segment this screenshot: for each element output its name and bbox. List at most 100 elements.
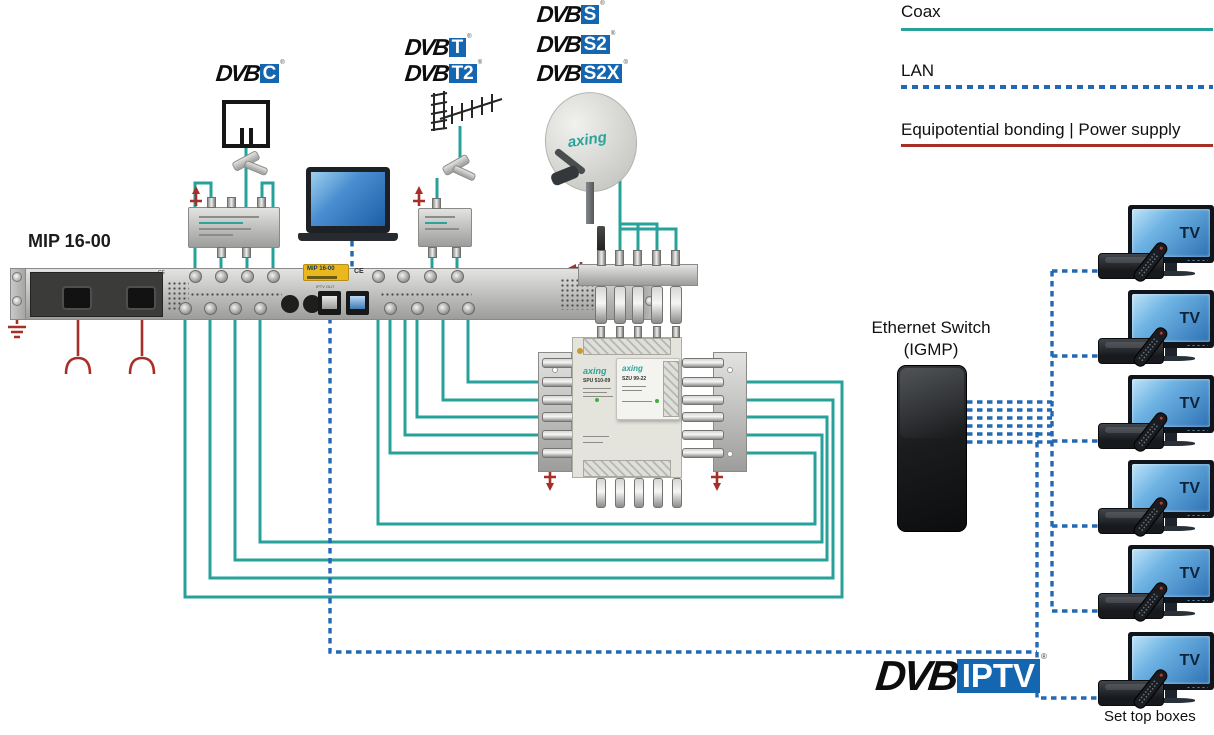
- term-cap: [281, 295, 299, 313]
- psu-led: [655, 399, 659, 403]
- tv-unit: TV: [1095, 205, 1214, 293]
- rj45-port-iptv-out: [318, 291, 341, 315]
- legend-lan-label: LAN: [901, 61, 935, 80]
- surge-port-bottom: [595, 286, 607, 324]
- tv-speaker-dots: [1186, 686, 1208, 689]
- msw-psu-brand: axing: [622, 364, 643, 373]
- label-line: [622, 386, 646, 387]
- tv-speaker-dots: [1186, 259, 1208, 262]
- msw-port-top: [597, 326, 605, 338]
- legend-equipotential-label: Equipotential bonding | Power supply: [901, 120, 1181, 139]
- tv-stand-base: [1147, 526, 1195, 531]
- msw-port-bottom: [672, 478, 682, 508]
- surge-port-bottom: [670, 286, 682, 324]
- tv-speaker-dots: [1186, 344, 1208, 347]
- label-line: [622, 401, 652, 402]
- earth-mark-tap: [190, 193, 202, 206]
- psu-inlet-1: [62, 286, 92, 310]
- label-line: [199, 228, 251, 230]
- rf-connector: [451, 270, 464, 283]
- surge-port-bottom: [632, 286, 644, 324]
- tv-stand: [1165, 603, 1177, 611]
- msw-psu-model: SZU 99-22: [622, 376, 647, 382]
- tap-port: [242, 247, 251, 258]
- rf-connector: [254, 302, 267, 315]
- amp-port: [428, 247, 437, 258]
- headend-name-label: MIP 16-00: [28, 231, 111, 251]
- rj45-inner: [322, 296, 337, 309]
- tv-unit: TV: [1095, 460, 1214, 548]
- set-top-boxes-label: Set top boxes: [1104, 708, 1196, 725]
- tv-screen: TV: [1132, 549, 1210, 597]
- msw-top-flange: [583, 338, 671, 355]
- label-line: [199, 234, 233, 236]
- laptop: [306, 167, 390, 233]
- rf-connector: [462, 302, 475, 315]
- label-line: [622, 390, 642, 391]
- tv-label: TV: [1179, 565, 1200, 582]
- tap-port: [227, 197, 236, 208]
- earth-mark-msw-left: [544, 472, 556, 484]
- badge-model: MIP 16-00: [307, 266, 335, 272]
- psu-inlet-2: [126, 286, 156, 310]
- screw-hole: [727, 451, 733, 457]
- earth-mark-amp: [413, 193, 425, 206]
- tv-speaker-dots: [1186, 599, 1208, 602]
- switch-sheen: [900, 368, 964, 438]
- psu-hatch: [663, 361, 679, 417]
- surge-tall-connector: [597, 226, 605, 254]
- surge-block-plate: [578, 264, 698, 286]
- msw-port-top: [672, 326, 680, 338]
- surge-port-bottom: [614, 286, 626, 324]
- tv-unit: TV: [1095, 290, 1214, 378]
- tv-label: TV: [1179, 395, 1200, 412]
- msw-port-top: [616, 326, 624, 338]
- rf-connector: [437, 302, 450, 315]
- tv-speaker-dots: [1186, 429, 1208, 432]
- msw-port-left: [542, 358, 574, 368]
- ethernet-switch-name: Ethernet Switch: [871, 318, 991, 337]
- rf-connector: [204, 302, 217, 315]
- surge-port-bottom: [651, 286, 663, 324]
- msw-psu-unit: axing SZU 99-22: [616, 358, 680, 420]
- type-badge: MIP 16-00: [303, 264, 349, 281]
- msw-port-right: [682, 395, 724, 405]
- ethernet-switch-protocol: (IGMP): [903, 340, 959, 359]
- term-cap: [303, 295, 321, 313]
- rf-connector: [384, 302, 397, 315]
- label-line: [583, 392, 607, 393]
- legend-coax-label: Coax: [901, 2, 941, 21]
- tv-unit: TV: [1095, 632, 1214, 720]
- tv-stand: [1165, 348, 1177, 356]
- tv-unit: TV: [1095, 545, 1214, 633]
- rf-connector: [397, 270, 410, 283]
- msw-port-top: [634, 326, 642, 338]
- legend-coax-line: [901, 28, 1213, 31]
- legend-lan-line: [901, 85, 1213, 89]
- msw-port-left: [542, 395, 574, 405]
- msw-brand: axing: [583, 366, 607, 376]
- label-line: [583, 436, 609, 437]
- amp-port: [452, 247, 461, 258]
- tv-screen: TV: [1132, 379, 1210, 427]
- tap-port: [207, 197, 216, 208]
- tv-screen: TV: [1132, 636, 1210, 684]
- rj45-inner: [350, 296, 365, 309]
- msw-port-left: [542, 430, 574, 440]
- label-line: [583, 388, 611, 389]
- tap-port: [257, 197, 266, 208]
- surge-port-top: [615, 250, 624, 266]
- rf-connector: [189, 270, 202, 283]
- dvbt-amplifier: [418, 208, 472, 247]
- msw-port-left: [542, 412, 574, 422]
- tv-stand: [1165, 690, 1177, 698]
- ce-mark: CE: [354, 268, 364, 275]
- tv-label: TV: [1179, 652, 1200, 669]
- tv-stand-base: [1147, 356, 1195, 361]
